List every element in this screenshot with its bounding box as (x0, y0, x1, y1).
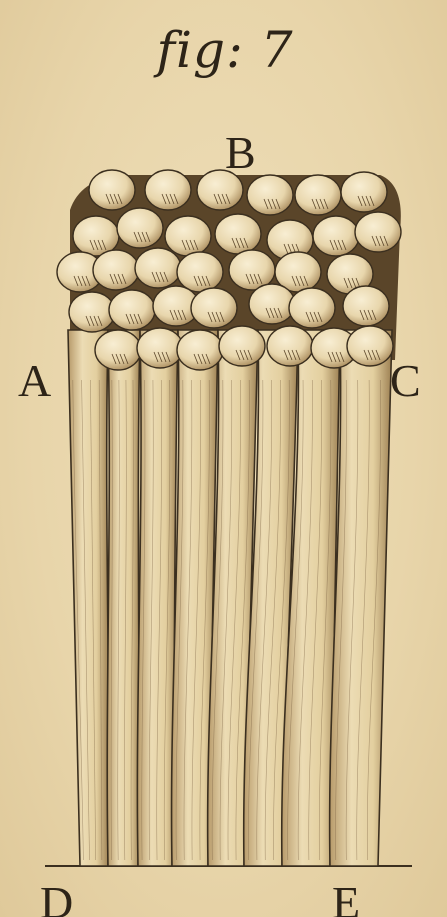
globule (355, 212, 401, 252)
globule (267, 326, 313, 366)
globule (117, 208, 163, 248)
globule (289, 288, 335, 328)
globule (69, 292, 115, 332)
globule (313, 216, 359, 256)
label-c: C (390, 358, 421, 404)
globule (347, 326, 393, 366)
globule (247, 175, 293, 215)
figure-caption: fig: 7 (140, 18, 310, 98)
globule (177, 330, 223, 370)
globule (249, 284, 295, 324)
label-b: B (225, 130, 256, 176)
globule (95, 330, 141, 370)
globule (295, 175, 341, 215)
globule (191, 288, 237, 328)
globule (343, 286, 389, 326)
globule-cluster (57, 170, 401, 370)
globule (89, 170, 135, 210)
globule (109, 290, 155, 330)
globule (135, 248, 181, 288)
globule (215, 214, 261, 254)
globule (219, 326, 265, 366)
label-e: E (332, 880, 360, 917)
globule (137, 328, 183, 368)
label-a: A (18, 358, 51, 404)
fibre-strands (68, 330, 392, 866)
globule (165, 216, 211, 256)
globule (341, 172, 387, 212)
globule (145, 170, 191, 210)
globule (93, 250, 139, 290)
globule (177, 252, 223, 292)
label-d: D (40, 880, 73, 917)
